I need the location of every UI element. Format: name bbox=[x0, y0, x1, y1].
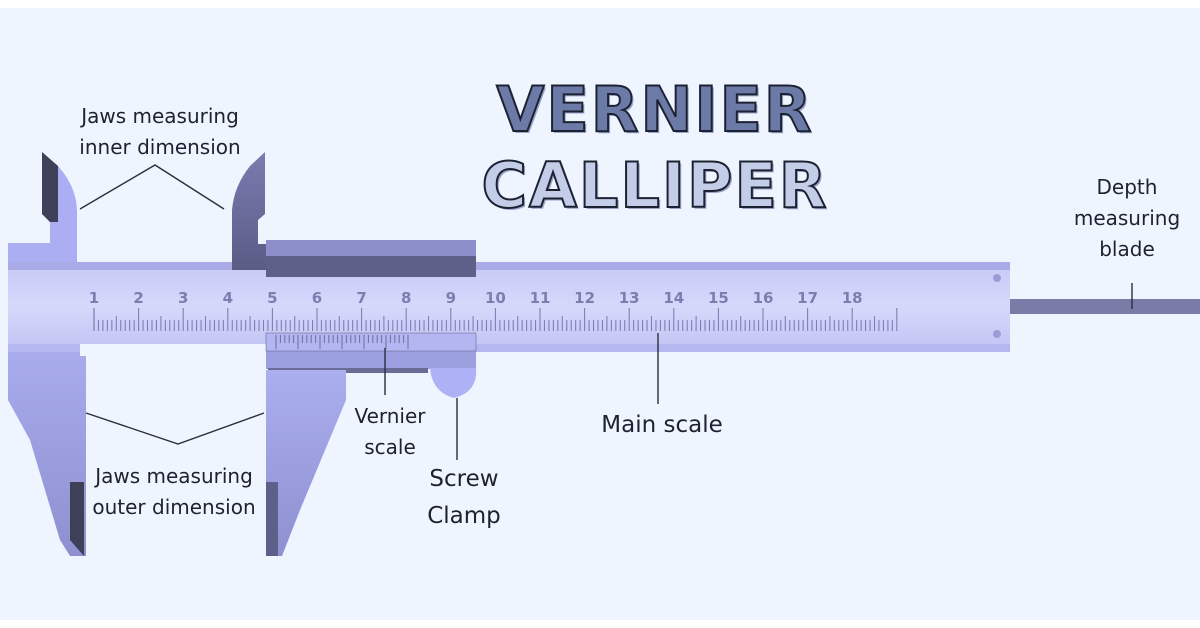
label-screw-clamp: Screw Clamp bbox=[427, 466, 501, 529]
scale-number: 9 bbox=[446, 289, 456, 307]
scale-number: 14 bbox=[663, 289, 684, 307]
scale-number: 2 bbox=[133, 289, 143, 307]
depth-blade bbox=[1008, 299, 1200, 314]
fixed-jaw bbox=[8, 152, 86, 556]
leader-lines bbox=[79, 164, 1133, 460]
scale-number: 8 bbox=[401, 289, 411, 307]
scale-number: 15 bbox=[708, 289, 729, 307]
scale-number: 13 bbox=[619, 289, 640, 307]
title-word-vernier: VERNIER bbox=[495, 72, 814, 147]
scale-number: 7 bbox=[356, 289, 366, 307]
scale-number: 10 bbox=[485, 289, 506, 307]
title-word-calliper: CALLIPER bbox=[480, 148, 829, 223]
label-depth-blade: Depth measuring blade bbox=[1073, 175, 1181, 261]
label-outer-jaws: Jaws measuring outer dimension bbox=[92, 464, 256, 519]
scale-number: 12 bbox=[574, 289, 595, 307]
label-inner-jaws: Jaws measuring inner dimension bbox=[79, 104, 241, 159]
main-beam bbox=[8, 262, 1010, 352]
scale-number: 5 bbox=[267, 289, 277, 307]
scale-number: 16 bbox=[753, 289, 774, 307]
scale-number: 17 bbox=[797, 289, 818, 307]
label-vernier-scale: Vernier scale bbox=[354, 404, 426, 459]
scale-number: 11 bbox=[530, 289, 551, 307]
diagram-title: VERNIER CALLIPER bbox=[345, 72, 965, 224]
sliding-jaw bbox=[232, 152, 477, 556]
scale-number: 3 bbox=[178, 289, 188, 307]
scale-number: 4 bbox=[223, 289, 233, 307]
label-main-scale: Main scale bbox=[601, 412, 723, 438]
scale-number: 1 bbox=[89, 289, 99, 307]
scale-number: 18 bbox=[842, 289, 863, 307]
scale-number: 6 bbox=[312, 289, 322, 307]
